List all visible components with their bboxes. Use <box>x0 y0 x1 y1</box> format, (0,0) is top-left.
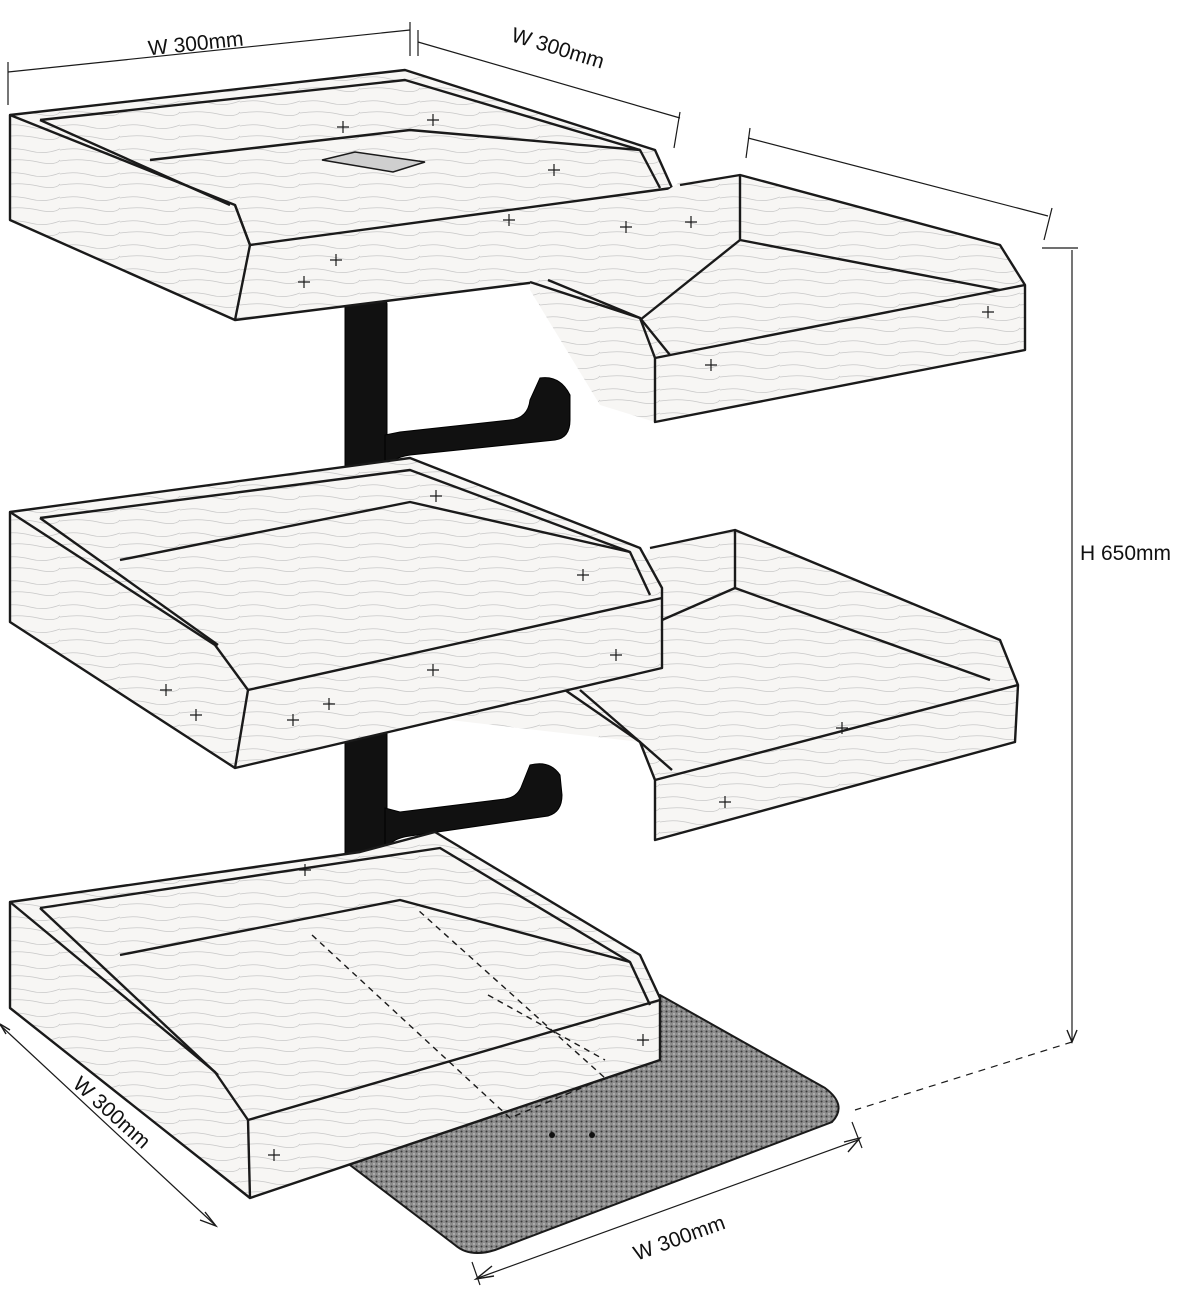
base-plate <box>348 993 840 1255</box>
dimension-label-top-left: W 300mm <box>147 27 245 60</box>
tray-bottom <box>8 830 662 1200</box>
dimension-upper-right-tray <box>745 127 1053 241</box>
tray-top-left <box>8 68 674 322</box>
dimension-label-top-right: W 300mm <box>509 24 607 74</box>
tray-top-right <box>529 173 1027 424</box>
dimension-label-height: H 650mm <box>1080 542 1171 565</box>
dimension-label-base-width: W 300mm <box>630 1211 728 1265</box>
tray-middle-left <box>8 456 664 770</box>
dimension-height: H 650mm <box>854 247 1171 1111</box>
mounting-plate <box>321 151 426 173</box>
tray-middle-right <box>450 528 1020 842</box>
hidden-plate-outline <box>311 909 607 1119</box>
base-bolt <box>549 1132 555 1138</box>
base-bolt <box>589 1132 595 1138</box>
fixing-markers <box>160 114 994 1161</box>
